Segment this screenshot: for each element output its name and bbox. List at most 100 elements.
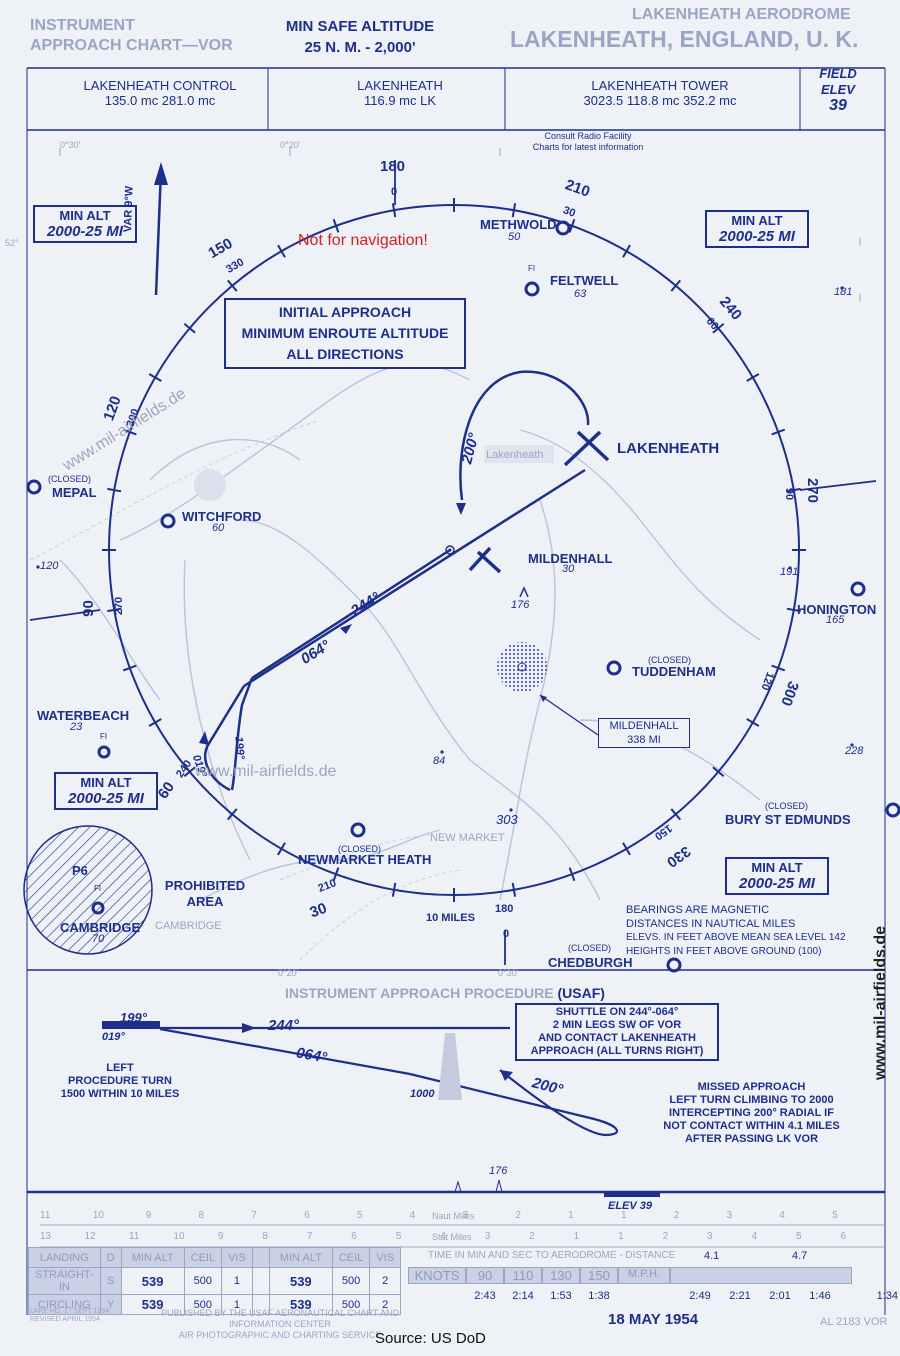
hdr-minalt: MIN ALT: [120, 1247, 185, 1268]
ring-tick: [622, 244, 631, 258]
minima-table: LANDING D MIN ALT CEIL VIS MIN ALT CEIL …: [28, 1247, 402, 1315]
lakenheath-faded: Lakenheath: [486, 449, 544, 461]
mildenhall-elev: 30: [562, 563, 575, 575]
scale-number: 7: [306, 1231, 313, 1242]
watermark-horizontal: www.mil-airfields.de: [195, 763, 337, 780]
min-alt-label: MIN ALT: [80, 775, 132, 790]
scale-number: 3: [484, 1231, 491, 1242]
feltwell-fi: FI: [528, 264, 536, 273]
mepal-closed: (CLOSED): [48, 474, 92, 484]
shuttle-4: APPROACH (ALL TURNS RIGHT): [530, 1045, 704, 1057]
cambridge-elev: 70: [92, 933, 105, 945]
tower-freqs: 3023.5 118.8 mc 352.2 mc: [583, 93, 737, 108]
ring-tick: [148, 718, 162, 727]
profile-019: 019°: [102, 1031, 125, 1043]
time-header: TIME IN MIN AND SEC TO AERODROME - DISTA…: [428, 1250, 676, 1261]
ring-tick: [568, 867, 576, 882]
scale-number: 8: [262, 1231, 268, 1242]
mepal-label: MEPAL: [52, 485, 97, 500]
ring-tick: [122, 664, 137, 672]
scale-number: 3: [707, 1231, 713, 1242]
radial-0-top: 0: [391, 186, 398, 198]
p6-label: P6: [72, 863, 88, 878]
lk-freqs: 116.9 mc LK: [363, 93, 437, 108]
profile-obst-176: 176: [489, 1165, 508, 1177]
spot-228: 228: [845, 745, 864, 757]
ring-tick: [511, 203, 517, 218]
scale-number: 4: [751, 1231, 758, 1242]
min-alt-value: 2000-25 MI: [719, 228, 795, 245]
bearings-2: DISTANCES IN NAUTICAL MILES: [626, 918, 796, 930]
ring-tick: [226, 279, 238, 292]
ring-tick: [511, 882, 517, 897]
scale-number: 9: [217, 1231, 224, 1242]
scale-number: 1: [573, 1231, 580, 1242]
scale-number: 10: [173, 1231, 185, 1242]
spot-84: 84: [433, 755, 446, 767]
bury-label: BURY ST EDMUNDS: [725, 812, 851, 827]
ring-tick: [277, 842, 286, 856]
ring-tick: [332, 218, 340, 233]
lk-label: LAKENHEATH: [357, 78, 443, 93]
spot-191: 191: [780, 566, 799, 578]
radial-270-b: 270: [113, 596, 126, 616]
min-alt-label: MIN ALT: [59, 208, 111, 223]
min-alt-label: MIN ALT: [731, 213, 783, 228]
scale-number: 10: [92, 1210, 104, 1221]
track-199-label: 199°: [232, 736, 247, 760]
hdr-ceil: CEIL: [183, 1247, 223, 1268]
new-market-faded: NEW MARKET: [430, 832, 505, 844]
aerodrome-line: LAKENHEATH AERODROME: [632, 6, 851, 23]
scale-number: 1: [620, 1210, 627, 1221]
hdr-ceil-2: CEIL: [331, 1247, 371, 1268]
min-alt-label: MIN ALT: [751, 860, 803, 875]
published: PUBLISHED BY THE USAF AERONAUTICAL CHART…: [160, 1308, 400, 1329]
scale-number: 2: [673, 1210, 680, 1221]
field-elev-label1: FIELD: [819, 66, 857, 81]
min-alt-box-nw: MIN ALT 2000-25 MI: [33, 205, 137, 243]
spot-176: 176: [511, 599, 530, 611]
bearings-4: HEIGHTS IN FEET ABOVE GROUND (100): [626, 946, 822, 957]
bearings-1: BEARINGS ARE MAGNETIC: [626, 904, 770, 916]
ring-tick: [746, 373, 760, 382]
scale-number: 5: [356, 1210, 363, 1221]
ring-tick: [786, 487, 801, 493]
chart-date: 18 MAY 1954: [608, 1311, 699, 1328]
variation-label: VAR 9°W: [122, 185, 136, 233]
dist-1: 4.1: [704, 1250, 720, 1262]
hdr-minalt-2: MIN ALT: [268, 1247, 333, 1268]
scale-number: 2: [515, 1210, 521, 1221]
witchford-elev: 60: [212, 522, 225, 534]
feltwell-elev: 63: [574, 288, 587, 300]
tower-label: LAKENHEATH TOWER: [591, 78, 729, 93]
min-alt-box-sw: MIN ALT 2000-25 MI: [54, 772, 158, 810]
ring-tick: [712, 766, 725, 778]
newmarket-label: NEWMARKET HEATH: [298, 852, 432, 867]
scale-number: 1: [618, 1231, 624, 1242]
spot-303: 303: [496, 812, 518, 827]
hdr-vis-2: VIS: [369, 1247, 402, 1268]
profile-244: 244°: [268, 1017, 300, 1034]
honington-label: HONINGTON: [797, 602, 877, 617]
spot-120: 120: [40, 560, 59, 572]
left-turn-3: 1500 WITHIN 10 MILES: [60, 1088, 180, 1100]
ring-tick: [107, 607, 122, 613]
coord-2: 0°20': [280, 140, 301, 150]
control-freqs: 135.0 mc 281.0 mc: [104, 93, 216, 108]
radial-0-b: 0: [503, 928, 510, 940]
ring-tick: [622, 842, 631, 856]
chart-number: AL 2183 VOR: [820, 1316, 888, 1328]
speed-row: KNOTS 90 110 130 150 M.P.H.: [408, 1267, 852, 1284]
ring-tick: [183, 766, 196, 778]
scale-number: 9: [145, 1210, 152, 1221]
shuttle-2: 2 MIN LEGS SW OF VOR: [552, 1019, 682, 1031]
bury-closed: (CLOSED): [765, 801, 809, 811]
missed-5: AFTER PASSING LK VOR: [684, 1133, 819, 1145]
witchford-label: WITCHFORD: [182, 509, 262, 524]
methwold-elev: 50: [508, 231, 521, 243]
ring-tick: [771, 428, 786, 436]
mildenhall-label: MILDENHALL: [528, 551, 613, 566]
scale-number: 11: [40, 1210, 51, 1221]
scale-number: 11: [128, 1231, 140, 1242]
